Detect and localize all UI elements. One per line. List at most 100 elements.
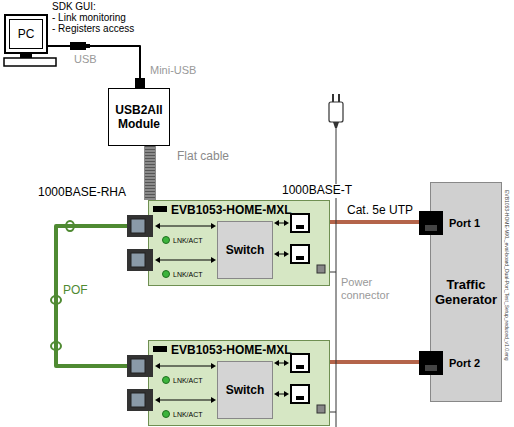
arrowhead [274,251,279,257]
arrow-line [278,394,285,395]
cable-label: Flat cable [176,150,230,164]
note-text: - Registers access [52,23,134,35]
header-connector [153,206,167,212]
arrowhead [274,391,279,397]
node-text: EVB1053-HOME-MXL [171,203,292,217]
node-text: Port 2 [449,357,480,369]
led-label: LNK/ACT [162,410,203,419]
interface-name: 1000BASE-RHA [38,186,126,200]
cable-line [48,46,140,88]
arrowhead [211,363,216,369]
port-connector [425,225,437,231]
arrowhead [155,363,160,369]
arrowhead [211,397,216,403]
arrow-line [159,400,212,401]
cable-line [330,360,431,364]
arrowhead [284,251,289,257]
port: Port 2 [431,351,501,375]
arrowhead [211,257,216,263]
arrow-line [278,363,285,364]
rj45-connector [291,385,309,403]
arrow-line [159,260,212,261]
cable-line [330,220,431,224]
arrowhead [284,220,289,226]
pof-connector [127,215,153,237]
power-plug [338,94,340,102]
cable [330,222,431,223]
rj45-connector [291,245,309,263]
traffic-generator: Traffic Generator Port 1 Port 2 [430,182,502,402]
pof-connector [131,253,145,267]
cable [150,146,151,200]
port: Port 1 [431,211,501,235]
cable [56,226,148,366]
arrowhead [155,257,160,263]
arrow-line [159,226,212,227]
cable [48,46,140,88]
node-text: Port 1 [449,217,480,229]
pof-connector [131,219,145,233]
cable-line [144,146,156,200]
arrow-line [278,254,285,255]
arrowhead [274,360,279,366]
fiber-loop [51,342,61,350]
led-label: LNK/ACT [162,236,203,245]
power-plug [329,102,343,122]
node-text: PC [18,27,35,41]
usb-module: USB2All Module [108,88,170,146]
rj45-connector [291,214,309,232]
cable-stripes [145,146,155,200]
arrow-line [278,223,285,224]
power-plug [333,122,339,128]
switch-box: Switch [217,221,273,279]
node-text: EVB1053-HOME-MXL [171,343,292,357]
interface-name: 1000BASE-T [280,184,354,198]
pof-connector [131,359,145,373]
mini-usb-plug [135,78,145,88]
cable-label: POF [62,284,89,298]
rj45-tab [296,256,304,260]
rj45-connector [291,354,309,372]
power-cord [336,128,337,427]
port-connector [425,365,437,371]
file-name: EVB1053-HOME-MXL_eval-board_Dual-Port_Te… [503,190,509,361]
port-name: Mini-USB [150,64,196,77]
cable-label: Cat. 5e UTP [346,204,414,218]
header-connector [153,346,167,352]
port-connector [419,351,443,375]
arrowhead [155,397,160,403]
usb-plug [86,44,90,48]
pof-connector [127,389,153,411]
node-text: Switch [226,243,265,257]
note-text: SDK GUI: [52,1,96,13]
port-connector [419,211,443,235]
arrowhead [284,360,289,366]
rj45-tab [296,365,304,369]
rj45-tab [296,225,304,229]
node-text: Switch [226,383,265,397]
cable [330,362,431,363]
arrow-line [159,366,212,367]
port-connector [419,351,443,375]
power-jack [317,405,325,413]
pof-connector [127,355,153,377]
led-label: LNK/ACT [162,376,203,385]
pof-connector [131,393,145,407]
switch-box: Switch [217,361,273,419]
arrowhead [211,223,216,229]
node-text: Traffic Generator [435,277,497,307]
part-name: Power connector [341,276,411,301]
power-plug [332,94,334,102]
rj45-tab [296,396,304,400]
fiber-loop [51,296,61,304]
note-text: - Link monitoring [52,12,126,24]
arrowhead [155,223,160,229]
power-jack [317,265,325,273]
usb-plug [70,42,86,50]
led-label: LNK/ACT [162,270,203,279]
keyboard [4,58,56,66]
arrowhead [274,220,279,226]
arrowhead [284,391,289,397]
fiber-loop [66,221,74,231]
computer-monitor: PC [4,14,48,54]
